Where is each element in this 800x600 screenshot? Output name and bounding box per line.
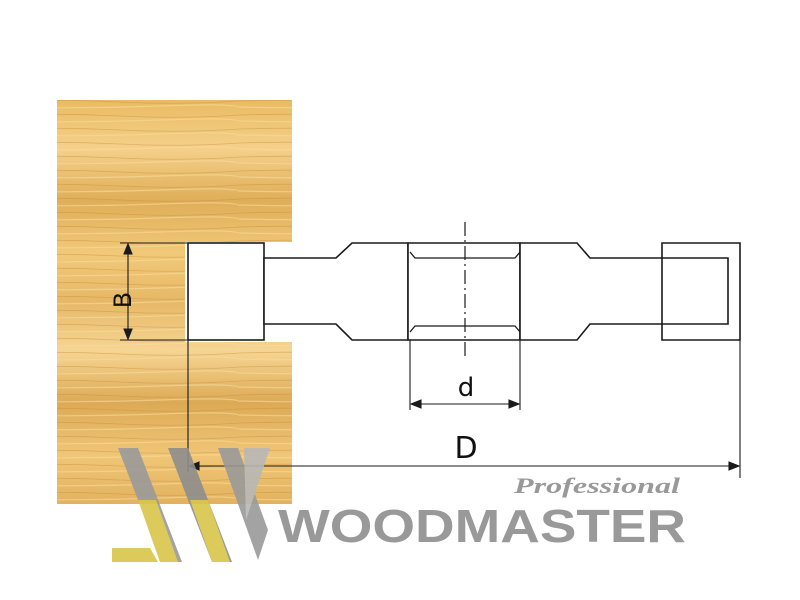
label-D: D — [454, 431, 477, 466]
wood-grain — [57, 100, 292, 504]
dimension-b — [120, 242, 188, 341]
label-b: B — [109, 292, 137, 308]
woodmaster-logo: WOODMASTER Professional — [112, 448, 686, 562]
cutter-body — [263, 242, 409, 341]
cutter-tip — [187, 242, 265, 341]
logo-tagline: Professional — [513, 473, 682, 498]
logo-wordmark: WOODMASTER — [278, 500, 686, 552]
label-d: d — [458, 373, 475, 403]
logo-mark — [112, 448, 270, 562]
cutter-profile — [187, 242, 741, 341]
wood-workpiece — [57, 100, 292, 504]
cutter-body-right — [519, 242, 663, 341]
dimension-d — [409, 340, 521, 410]
cutter-tip-right — [661, 242, 741, 341]
